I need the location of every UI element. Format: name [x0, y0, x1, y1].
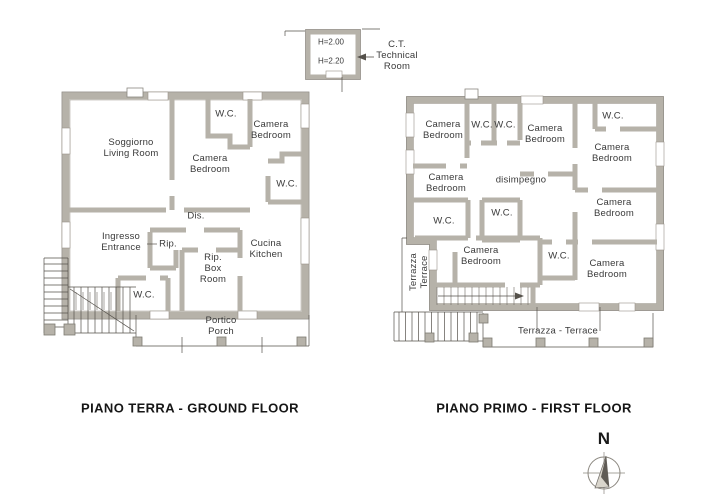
room-label-wc-1: W.C.	[471, 119, 493, 131]
room-label-wc-center: W.C.	[491, 207, 513, 219]
room-label-box-room: Rip. Box Room	[199, 252, 227, 286]
room-label-wc-bottom: W.C.	[133, 289, 155, 301]
tech-room-label: C.T. Technical Room	[376, 39, 418, 73]
room-label-wc-2: W.C.	[494, 119, 516, 131]
room-label-bedroom-ml: Camera Bedroom	[426, 171, 466, 194]
room-label-kitchen: Cucina Kitchen	[249, 237, 283, 260]
ground-floor-title: PIANO TERRA - GROUND FLOOR	[81, 400, 299, 416]
room-label-terrace-side: Terrazza Terrace	[407, 252, 430, 292]
room-label-disimpegno: disimpegno	[495, 174, 547, 186]
room-label-wc-top: W.C.	[215, 108, 237, 120]
ground-floor-stairs	[43, 257, 136, 334]
room-label-dis: Dis.	[187, 210, 205, 222]
compass-rose-icon	[583, 452, 625, 494]
room-label-rip: Rip.	[159, 238, 177, 250]
room-label-wc-right-mid: W.C.	[548, 250, 570, 262]
room-label-entrance: Ingresso Entrance	[101, 230, 141, 253]
first-floor-exterior-stairs	[393, 311, 483, 342]
room-label-porch: Portico Porch	[205, 314, 237, 337]
terrace-outline	[478, 307, 654, 348]
stair-arrow-icon	[515, 292, 524, 300]
first-floor-plan	[393, 88, 665, 348]
technical-room-detail	[284, 28, 380, 92]
room-label-living-room: Soggiorno Living Room	[103, 136, 159, 159]
room-label-bedroom-br: Camera Bedroom	[587, 257, 627, 280]
first-floor-stairs	[436, 287, 529, 305]
arrow-icon	[357, 53, 366, 61]
room-label-bedroom-r2: Camera Bedroom	[594, 196, 634, 219]
room-label-bedroom-mid: Camera Bedroom	[190, 152, 230, 175]
room-label-bedroom-tc: Camera Bedroom	[525, 122, 565, 145]
room-label-wc-right: W.C.	[276, 178, 298, 190]
portico-outline	[132, 315, 310, 353]
tech-room-height-top: H=2.00	[317, 37, 345, 47]
tech-room-height-bottom: H=2.20	[317, 56, 345, 66]
ground-floor-plan	[43, 87, 310, 353]
room-label-bedroom-r1: Camera Bedroom	[592, 141, 632, 164]
room-label-wc-left: W.C.	[433, 215, 455, 227]
room-label-bedroom-tl: Camera Bedroom	[423, 118, 463, 141]
room-label-bedroom-cb: Camera Bedroom	[461, 244, 501, 267]
first-floor-title: PIANO PRIMO - FIRST FLOOR	[436, 400, 632, 416]
compass-north-label: N	[597, 428, 611, 448]
room-label-wc-tr: W.C.	[602, 110, 624, 122]
room-label-bedroom-tr: Camera Bedroom	[251, 118, 291, 141]
room-label-terrace-bottom: Terrazza - Terrace	[518, 325, 598, 337]
